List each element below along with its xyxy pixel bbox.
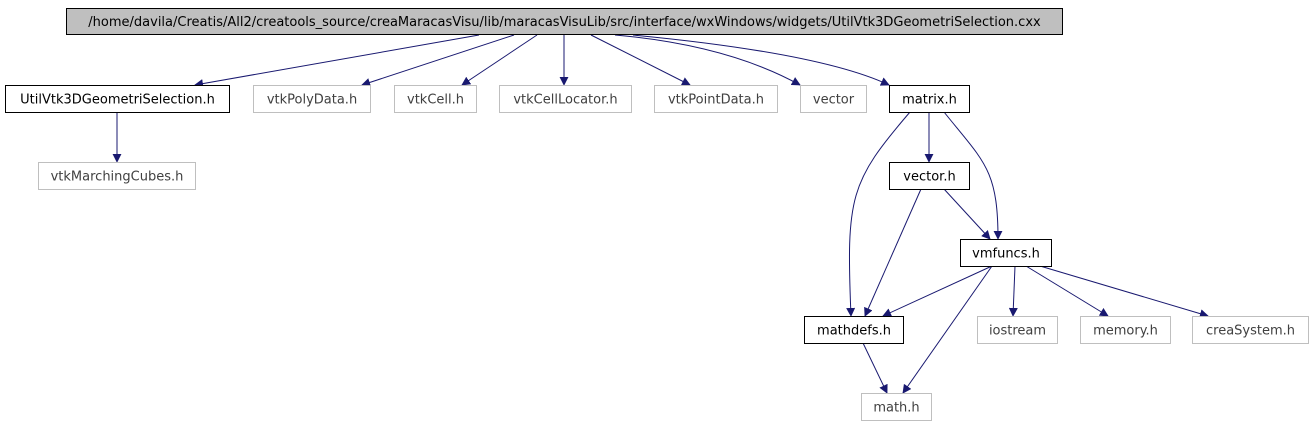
node-label-math: math.h [873, 401, 919, 416]
edge-vector_h-to-mathdefs [864, 188, 922, 317]
node-label-vmfuncs: vmfuncs.h [972, 247, 1040, 262]
node-label-matrix: matrix.h [902, 93, 957, 108]
edge-vector_h-to-vmfuncs [943, 188, 991, 240]
node-mathdefs[interactable]: mathdefs.h [804, 316, 904, 344]
node-label-vector: vector [813, 93, 855, 108]
node-label-root: /home/davila/Creatis/All2/creatools_sour… [88, 15, 1041, 30]
node-math: math.h [861, 393, 932, 421]
node-box-vmfuncs[interactable] [960, 239, 1052, 267]
edge-root-to-vtkcell [461, 34, 538, 86]
node-label-vtkpolydata: vtkPolyData.h [267, 93, 357, 108]
node-root[interactable]: /home/davila/Creatis/All2/creatools_sour… [66, 8, 1063, 35]
edge-vmfuncs-to-iostream [1008, 265, 1018, 317]
node-box-util_h[interactable] [5, 85, 230, 113]
node-label-vtkcell: vtkCell.h [407, 93, 464, 108]
node-box-vtkpolydata [253, 85, 371, 113]
node-iostream: iostream [977, 316, 1058, 344]
node-box-memory [1080, 316, 1171, 344]
node-util_h[interactable]: UtilVtk3DGeometriSelection.h [5, 85, 230, 113]
edge-matrix-to-vmfuncs [943, 111, 1003, 240]
node-matrix[interactable]: matrix.h [889, 85, 970, 113]
edge-root-to-vtkpolydata [361, 34, 515, 87]
edge-vmfuncs-to-memory [1025, 265, 1109, 317]
edge-mathdefs-to-math [862, 342, 888, 394]
node-box-vtkcell [394, 85, 477, 113]
edge-vmfuncs-to-creasystem [1039, 265, 1209, 319]
node-vtkcell: vtkCell.h [394, 85, 477, 113]
node-vector: vector [800, 85, 867, 113]
edge-vmfuncs-to-math [902, 265, 993, 394]
edge-matrix-to-mathdefs [846, 111, 911, 317]
node-box-root[interactable] [66, 8, 1063, 35]
node-box-vtkpointdata [654, 85, 778, 113]
node-label-creasystem: creaSystem.h [1206, 324, 1295, 339]
edges-layer [112, 34, 1209, 394]
node-label-memory: memory.h [1093, 324, 1158, 339]
node-box-creasystem [1192, 316, 1309, 344]
node-memory: memory.h [1080, 316, 1171, 344]
node-label-iostream: iostream [989, 324, 1046, 339]
node-box-vector [800, 85, 867, 113]
edge-root-to-vector [614, 34, 801, 86]
node-vtkmarching: vtkMarchingCubes.h [38, 162, 196, 190]
edge-root-to-vtkpointdata [590, 34, 691, 86]
node-creasystem: creaSystem.h [1192, 316, 1309, 344]
node-vtkpolydata: vtkPolyData.h [253, 85, 371, 113]
node-box-vtkmarching [38, 162, 196, 190]
edge-root-to-util_h [194, 34, 480, 89]
edge-vmfuncs-to-mathdefs [882, 265, 993, 317]
node-vector_h[interactable]: vector.h [889, 162, 970, 190]
node-vtkpointdata: vtkPointData.h [654, 85, 778, 113]
node-box-vector_h[interactable] [889, 162, 970, 190]
edge-root-to-matrix [632, 34, 890, 86]
node-label-util_h: UtilVtk3DGeometriSelection.h [20, 93, 215, 108]
node-label-mathdefs: mathdefs.h [817, 324, 891, 339]
node-label-vtkcelllocator: vtkCellLocator.h [513, 93, 617, 108]
node-box-vtkcelllocator [499, 85, 632, 113]
node-box-mathdefs[interactable] [804, 316, 904, 344]
node-label-vtkmarching: vtkMarchingCubes.h [51, 170, 184, 185]
node-vtkcelllocator: vtkCellLocator.h [499, 85, 632, 113]
node-box-math [861, 393, 932, 421]
nodes-layer: /home/davila/Creatis/All2/creatools_sour… [5, 8, 1309, 421]
node-box-iostream [977, 316, 1058, 344]
node-box-matrix[interactable] [889, 85, 970, 113]
node-label-vtkpointdata: vtkPointData.h [668, 93, 764, 108]
node-label-vector_h: vector.h [903, 170, 955, 185]
node-vmfuncs[interactable]: vmfuncs.h [960, 239, 1052, 267]
